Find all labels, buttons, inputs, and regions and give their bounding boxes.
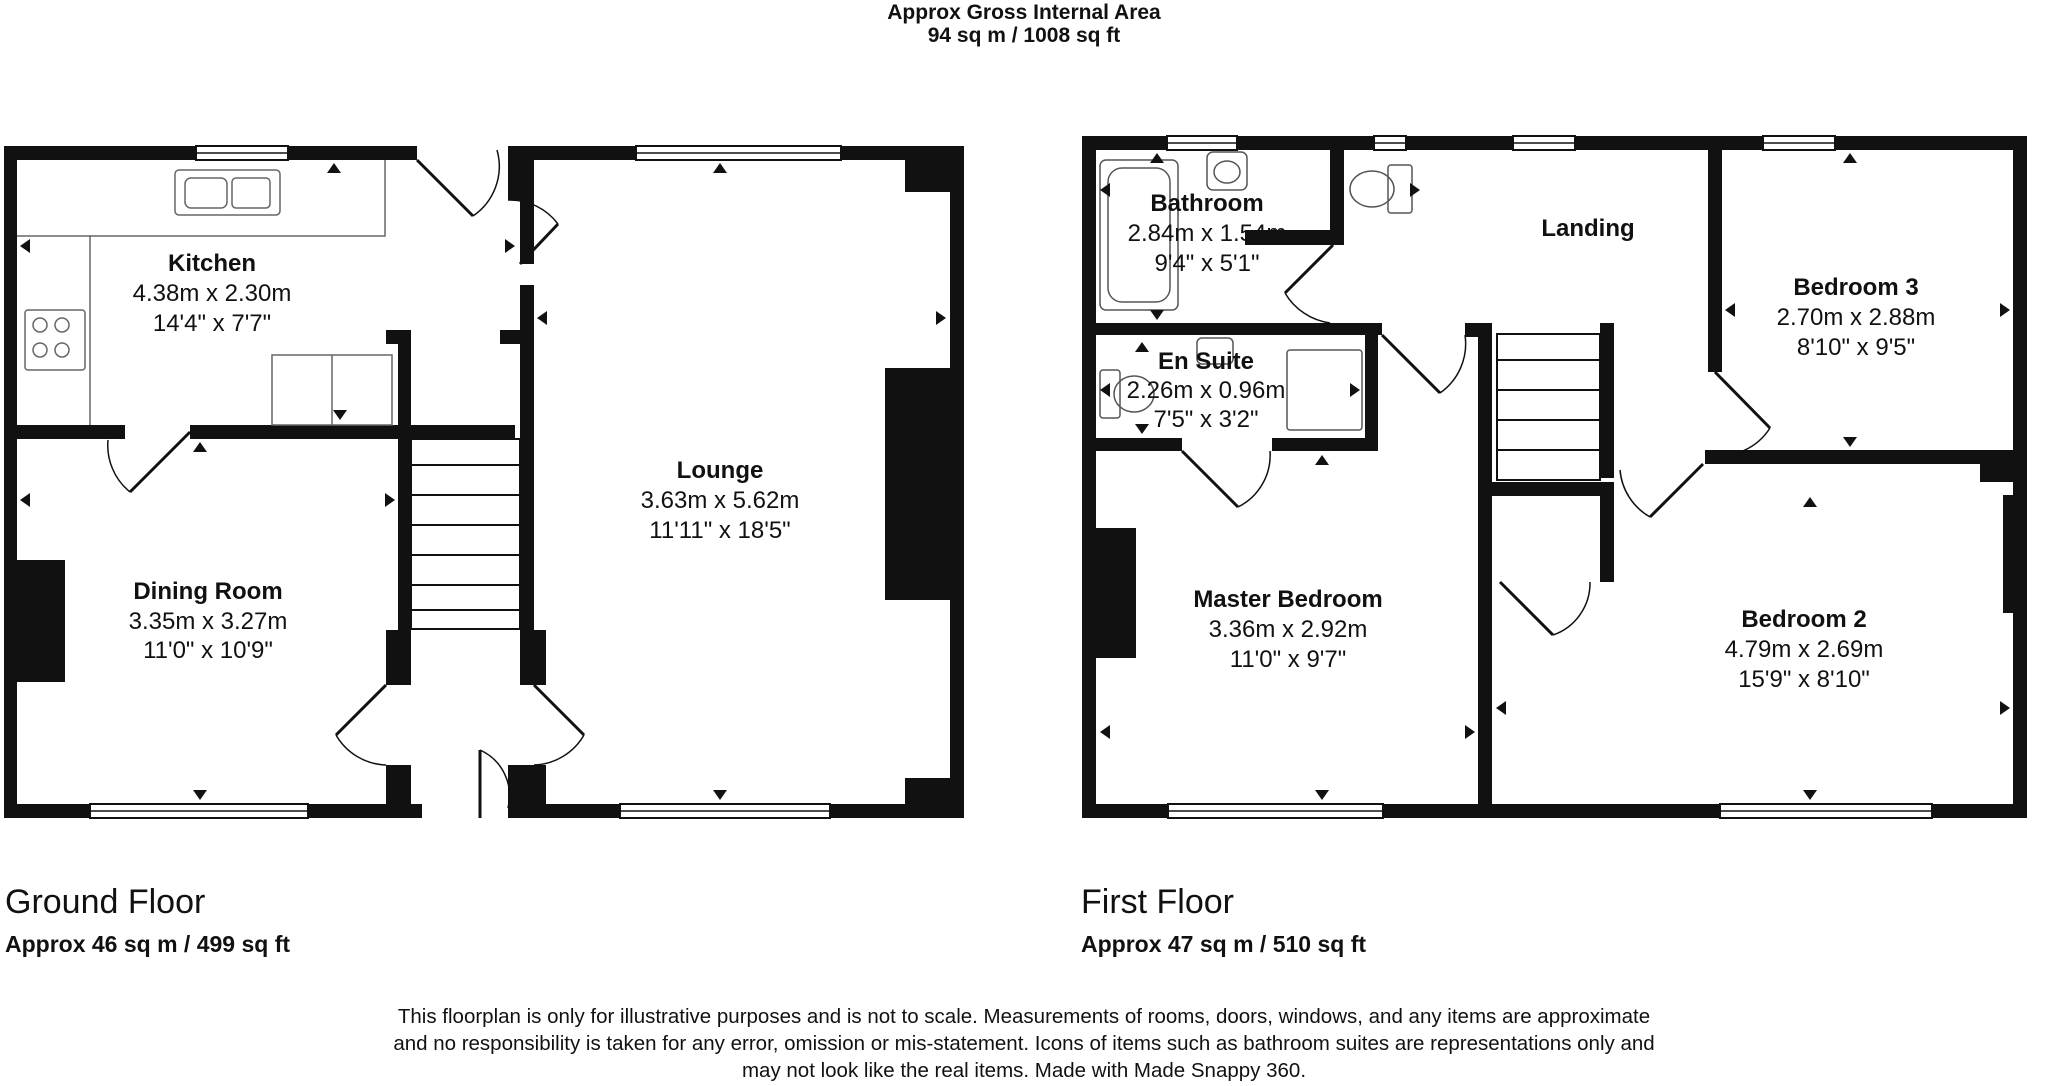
disclaimer-line: This floorplan is only for illustrative … [397, 1005, 1651, 1028]
chimney [17, 560, 65, 682]
kitchen-metric: 4.38m x 2.30m [133, 280, 292, 307]
wall [1365, 323, 1378, 451]
first-doors [1180, 243, 1772, 637]
room-labels: Kitchen 4.38m x 2.30m 14'4" x 7'7" Dinin… [129, 190, 1936, 693]
wall [500, 330, 534, 344]
ensuite-name: En Suite [1158, 348, 1254, 375]
wall [386, 330, 411, 344]
wall [386, 765, 411, 818]
chimney [905, 778, 964, 818]
first-floor-name: First Floor [1081, 883, 1234, 921]
header-title: Approx Gross Internal Area [887, 1, 1161, 24]
wall [520, 630, 546, 685]
wall [1478, 323, 1492, 818]
hob-icon [24, 309, 86, 371]
ground-floor-plan [4, 146, 964, 818]
bedroom2-name: Bedroom 2 [1741, 606, 1866, 633]
toilet-icon [1099, 369, 1121, 419]
first-stairs [1496, 333, 1601, 481]
wall [1492, 482, 1612, 496]
first-dimension-arrows [1100, 153, 2010, 800]
first-floor-area: Approx 47 sq m / 510 sq ft [1081, 931, 1367, 957]
wall [1708, 150, 1722, 372]
disclaimer-line: and no responsibility is taken for any e… [393, 1032, 1655, 1055]
bathroom-imperial: 9'4" x 5'1" [1155, 250, 1260, 277]
dining-imperial: 11'0" x 10'9" [143, 637, 273, 664]
wall [1082, 438, 1182, 451]
wall [1330, 150, 1344, 245]
basin-icon [1196, 337, 1234, 365]
ground-doors [107, 149, 586, 818]
lounge-metric: 3.63m x 5.62m [641, 487, 800, 514]
wall [1082, 136, 1096, 818]
wall [1980, 462, 2027, 482]
wall [1600, 482, 1614, 582]
wall [1245, 230, 1344, 245]
ensuite-imperial: 7'5" x 3'2" [1154, 406, 1259, 433]
sink-icon [174, 169, 281, 216]
master-metric: 3.36m x 2.92m [1209, 616, 1368, 643]
wall [398, 425, 411, 685]
wall [1272, 438, 1378, 451]
wall [520, 285, 534, 685]
wall [386, 630, 411, 685]
wall [190, 425, 515, 439]
bedroom3-metric: 2.70m x 2.88m [1777, 304, 1936, 331]
dining-metric: 3.35m x 3.27m [129, 608, 288, 635]
kitchen-imperial: 14'4" x 7'7" [153, 310, 271, 337]
wall [398, 330, 411, 440]
ground-dimension-arrows [20, 163, 946, 800]
ground-floor-name: Ground Floor [5, 883, 206, 921]
wall [1705, 450, 2027, 464]
ground-window-lines [90, 152, 841, 812]
wall [1082, 323, 1382, 335]
lounge-name: Lounge [677, 457, 764, 484]
master-imperial: 11'0" x 9'7" [1230, 646, 1347, 673]
wall [17, 425, 125, 439]
landing-name: Landing [1541, 215, 1634, 242]
lounge-imperial: 11'11" x 18'5" [649, 517, 790, 544]
shower-icon [1286, 349, 1363, 431]
ground-floor-area: Approx 46 sq m / 499 sq ft [5, 931, 291, 957]
ground-stairs [410, 438, 521, 630]
disclaimer-line: may not look like the real items. Made w… [741, 1059, 1307, 1082]
kitchen-fittings [17, 160, 393, 426]
basin-icon [1206, 151, 1248, 191]
chimney [885, 368, 964, 600]
kitchen-name: Kitchen [168, 250, 256, 277]
wall [4, 146, 17, 818]
bedroom2-metric: 4.79m x 2.69m [1725, 636, 1884, 663]
wall [1600, 323, 1614, 478]
disclaimer: This floorplan is only for illustrative … [0, 1003, 2048, 1084]
bedroom3-imperial: 8'10" x 9'5" [1797, 334, 1915, 361]
bathroom-name: Bathroom [1150, 190, 1263, 217]
bath-icon [1099, 159, 1179, 311]
chimney [1096, 528, 1136, 658]
toilet-icon [1387, 164, 1413, 214]
chimney [905, 150, 964, 192]
first-window-lines [1167, 142, 1932, 812]
chimney [2003, 495, 2027, 613]
master-name: Master Bedroom [1193, 586, 1382, 613]
bathroom-fixtures [1099, 151, 1413, 431]
ensuite-metric: 2.26m x 0.96m [1127, 377, 1286, 404]
dining-name: Dining Room [133, 578, 282, 605]
wall [2013, 136, 2027, 496]
bedroom3-name: Bedroom 3 [1793, 274, 1918, 301]
wall [1465, 323, 1492, 337]
bathroom-metric: 2.84m x 1.54m [1128, 220, 1287, 247]
bedroom2-imperial: 15'9" x 8'10" [1738, 666, 1870, 693]
header-area: 94 sq m / 1008 sq ft [927, 24, 1121, 47]
